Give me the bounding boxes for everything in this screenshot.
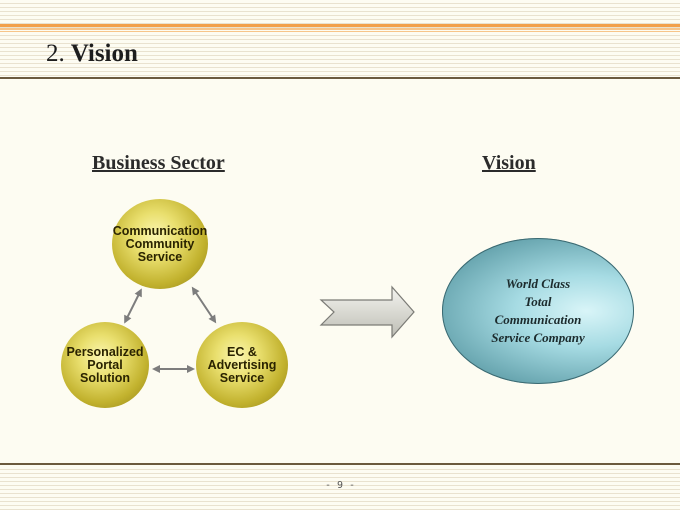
node-label-line: Advertising bbox=[207, 357, 277, 372]
header-accent-line bbox=[0, 24, 680, 27]
node-label-line: Communication bbox=[112, 223, 208, 238]
vision-heading: Vision bbox=[482, 152, 536, 174]
node-label-line: Service bbox=[137, 249, 183, 264]
vision-line: Total bbox=[524, 294, 552, 309]
node-personalized-portal-solution: Personalized Portal Solution bbox=[61, 322, 149, 408]
vision-oval: World Class Total Communication Service … bbox=[442, 238, 634, 384]
node-label-line: Portal bbox=[87, 357, 123, 372]
arrow-comm-ec bbox=[191, 286, 217, 324]
node-label-line: Personalized bbox=[66, 344, 144, 359]
node-label-line: Service bbox=[219, 370, 265, 385]
section-title: Vision bbox=[70, 40, 138, 67]
business-sector-heading: Business Sector bbox=[92, 152, 225, 174]
node-label-line: Solution bbox=[80, 370, 130, 385]
node-communication-community-service: Communication Community Service bbox=[112, 199, 208, 289]
header-stripes bbox=[0, 0, 680, 78]
header-accent-line bbox=[0, 28, 680, 30]
section-number: 2. bbox=[46, 40, 65, 67]
header-accent-line bbox=[0, 31, 680, 32]
vision-line: Communication bbox=[494, 312, 582, 327]
footer-divider bbox=[0, 463, 680, 465]
vision-line: Service Company bbox=[491, 330, 585, 345]
page-number: - 9 - bbox=[324, 480, 356, 491]
node-label-line: Community bbox=[125, 236, 195, 251]
arrow-comm-portal bbox=[124, 288, 142, 324]
header-divider bbox=[0, 77, 680, 79]
node-ec-advertising-service: EC & Advertising Service bbox=[196, 322, 288, 408]
node-label-line: EC & bbox=[227, 344, 257, 359]
page-title: 2.Vision bbox=[46, 40, 138, 68]
footer-stripes bbox=[0, 466, 680, 510]
vision-line: World Class bbox=[505, 276, 571, 291]
chevron-arrow bbox=[319, 285, 415, 339]
